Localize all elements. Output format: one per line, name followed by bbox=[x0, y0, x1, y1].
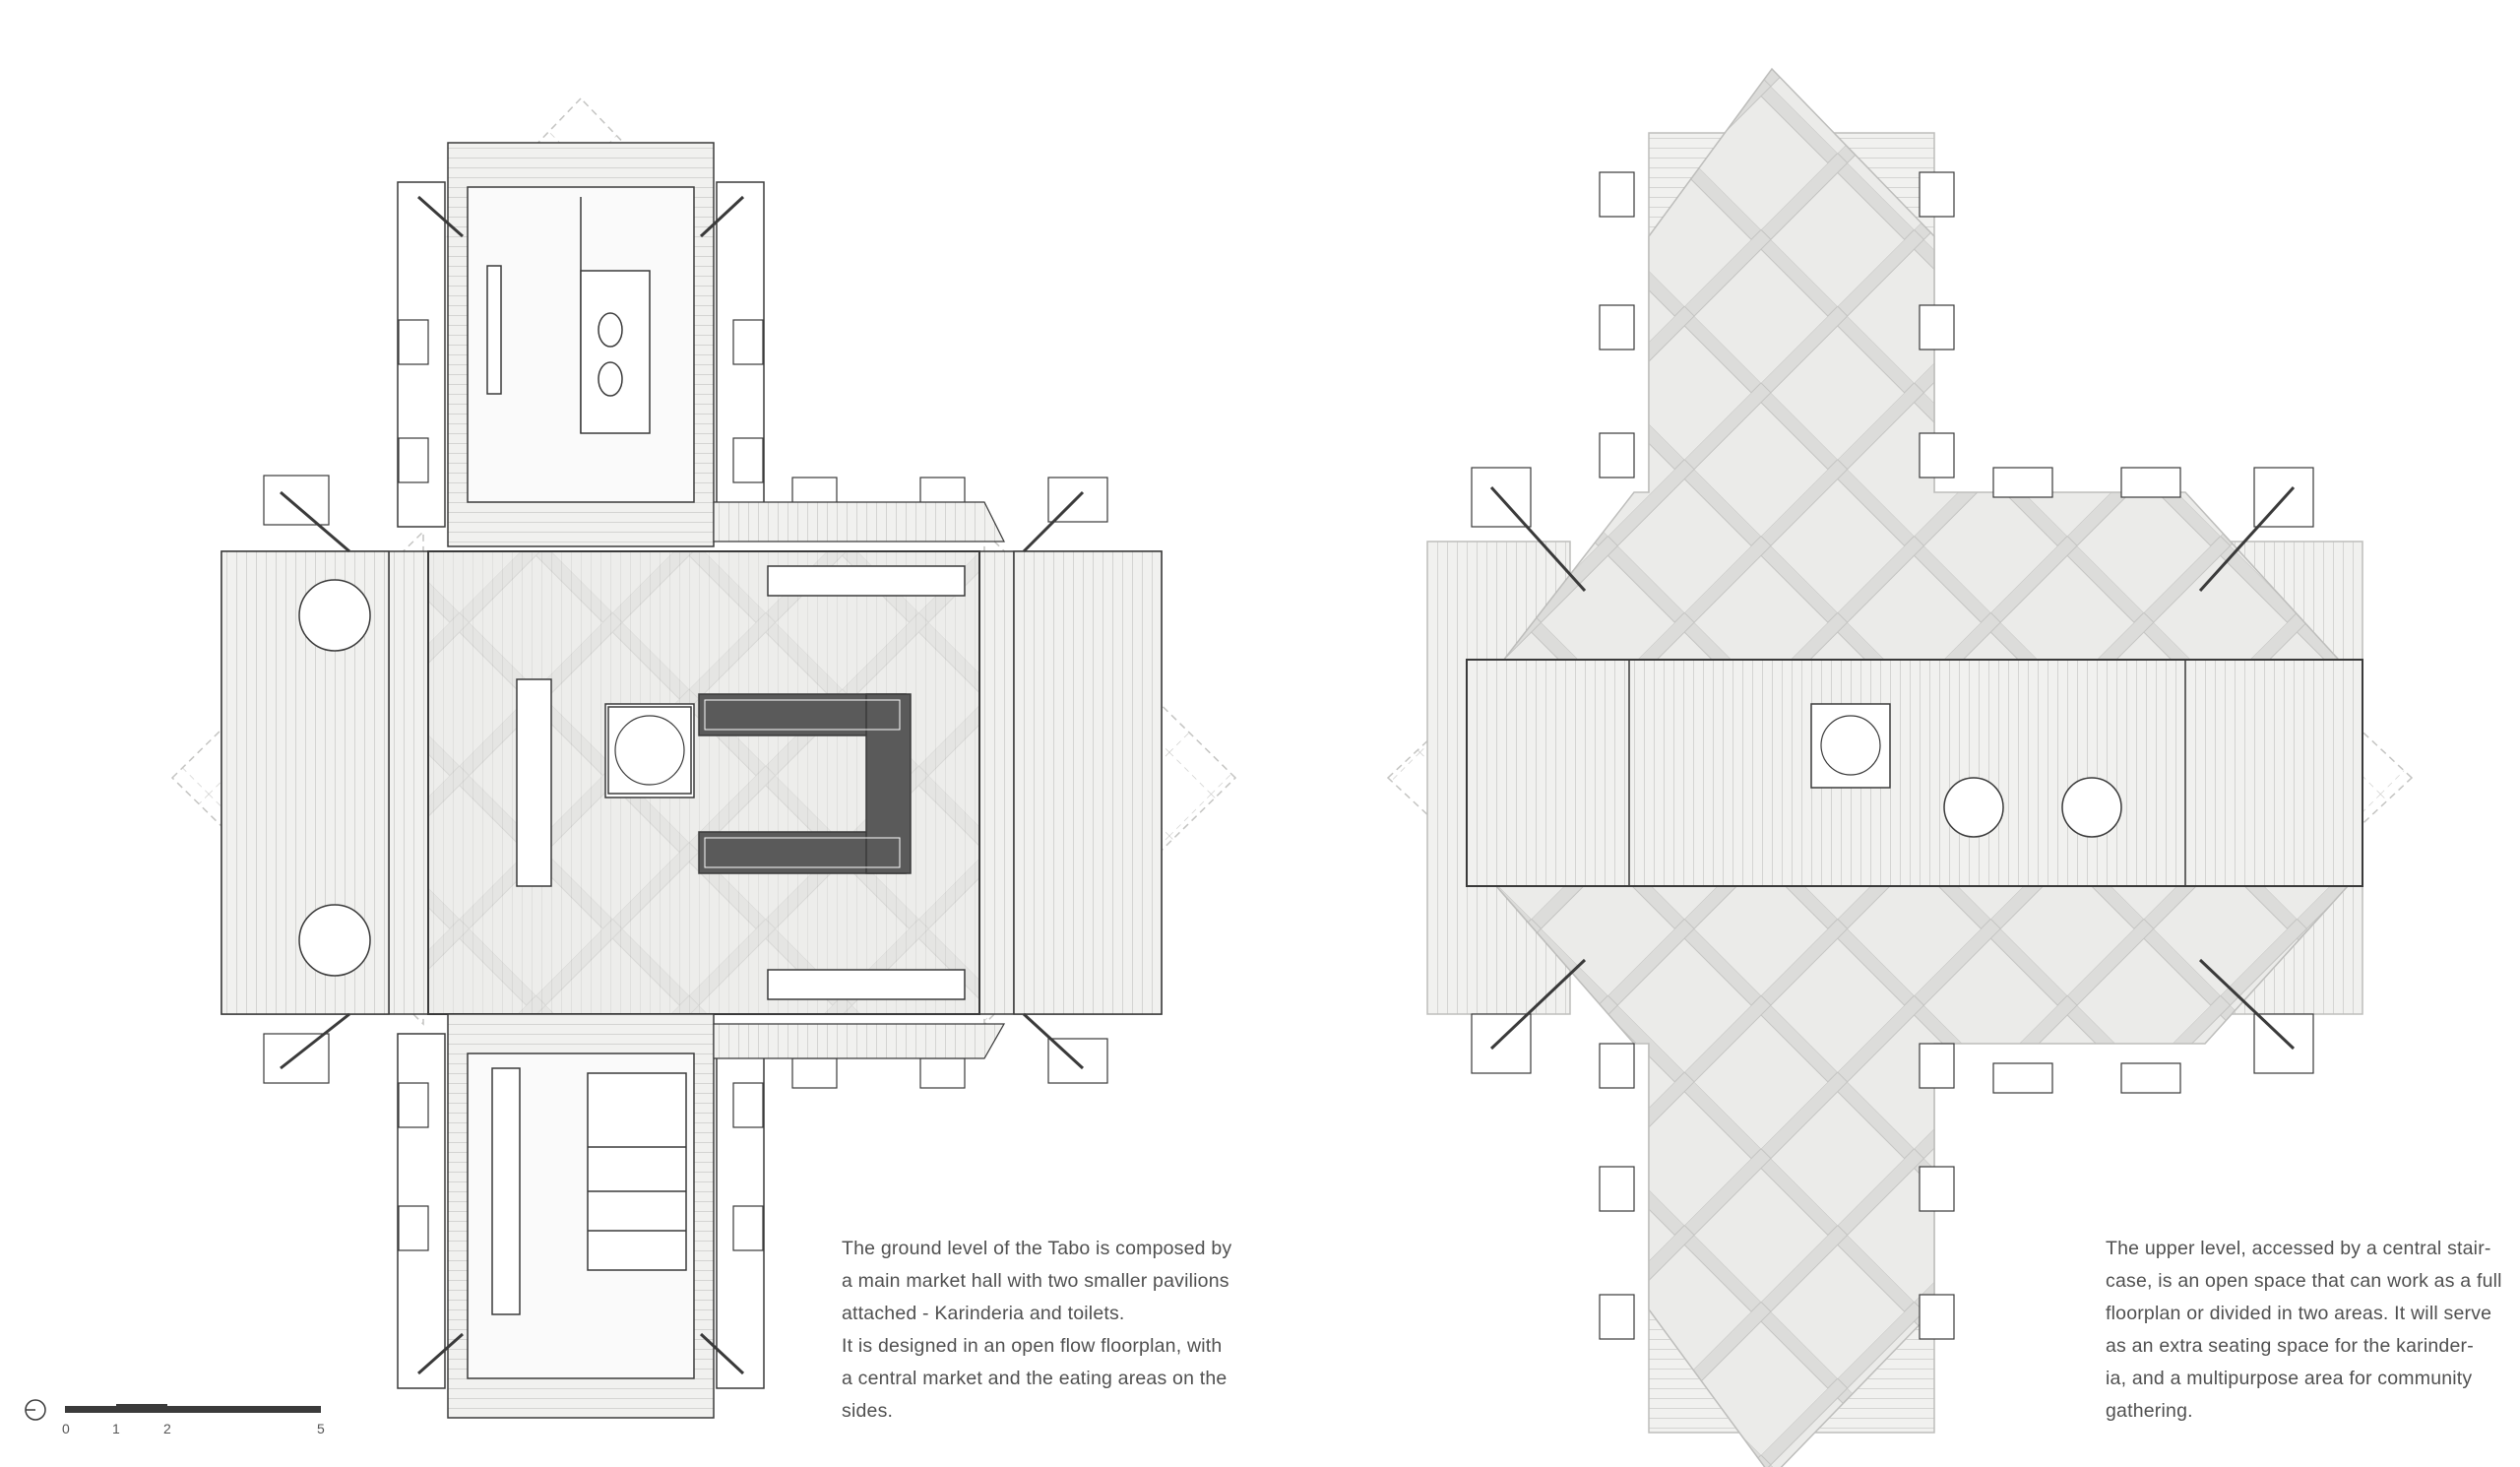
north-arrow-icon bbox=[25, 1399, 46, 1421]
scale-label-5: 5 bbox=[317, 1421, 325, 1436]
caption-line: gathering. bbox=[2106, 1400, 2193, 1422]
caption-line: floorplan or divided in two areas. It wi… bbox=[2106, 1303, 2492, 1324]
ground-floor-plan bbox=[170, 96, 1237, 1419]
scale-label-1: 1 bbox=[112, 1421, 120, 1436]
caption-line: a central market and the eating areas on… bbox=[842, 1368, 1228, 1389]
upper-level-caption: The upper level, accessed by a central s… bbox=[2106, 1233, 2509, 1428]
upper-floor-plan bbox=[1386, 67, 2414, 1467]
caption-line: a main market hall with two smaller pavi… bbox=[842, 1270, 1229, 1292]
caption-line: It is designed in an open flow floorplan… bbox=[842, 1335, 1223, 1357]
caption-line: sides. bbox=[842, 1400, 894, 1422]
caption-line: ia, and a multipurpose area for communit… bbox=[2106, 1368, 2473, 1389]
ground-level-caption: The ground level of the Tabo is composed… bbox=[842, 1233, 1265, 1428]
caption-line: as an extra seating space for the karind… bbox=[2106, 1335, 2474, 1357]
caption-line: case, is an open space that can work as … bbox=[2106, 1270, 2502, 1292]
caption-line: The ground level of the Tabo is composed… bbox=[842, 1238, 1232, 1259]
caption-line: The upper level, accessed by a central s… bbox=[2106, 1238, 2491, 1259]
scale-bar: 0 1 2 5 bbox=[62, 1404, 325, 1436]
scale-label-2: 2 bbox=[163, 1421, 171, 1436]
caption-line: attached - Karinderia and toilets. bbox=[842, 1303, 1125, 1324]
scale-label-0: 0 bbox=[62, 1421, 70, 1436]
